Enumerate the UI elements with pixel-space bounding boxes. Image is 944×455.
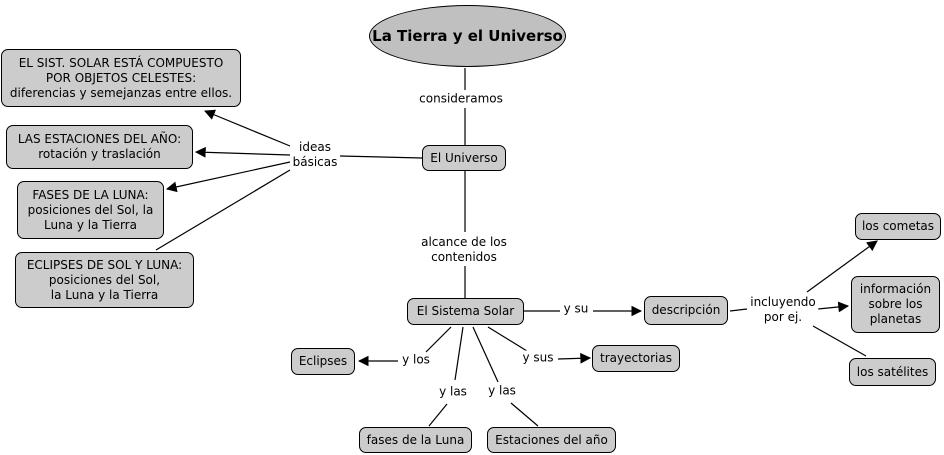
link-label-ideas-basicas: ideas básicas xyxy=(290,140,340,170)
line-sistema-ylas2 xyxy=(472,326,499,383)
link-label-consideramos: consideramos xyxy=(417,91,505,107)
node-cometas[interactable]: los cometas xyxy=(855,213,941,240)
link-label-incluyendo: incluyendo por ej. xyxy=(748,295,818,325)
node-sistema-solar[interactable]: El Sistema Solar xyxy=(407,298,524,325)
line-sistema-ylos xyxy=(425,326,452,353)
line-ylas1-fases xyxy=(428,403,448,427)
line-universo-ideas xyxy=(339,155,423,159)
node-eclipses-idea[interactable]: ECLIPSES DE SOL Y LUNA: posiciones del S… xyxy=(15,252,194,308)
arrow-ideas-compuesto xyxy=(204,109,291,147)
arrow-incluyendo-cometas xyxy=(806,240,878,293)
node-fases-luna[interactable]: fases de la Luna xyxy=(359,427,472,453)
arrow-incluyendo-planetas xyxy=(817,301,850,313)
line-ylas2-estaciones xyxy=(510,402,539,427)
root-node[interactable]: La Tierra y el Universo xyxy=(369,5,566,67)
link-label-alcance: alcance de los contenidos xyxy=(419,235,509,265)
link-label-y-las-estaciones: y las xyxy=(486,383,518,399)
line-descripcion-incluyendo xyxy=(729,308,748,312)
arrow-ideas-estaciones xyxy=(194,146,291,158)
node-fases-idea[interactable]: FASES DE LA LUNA: posiciones del Sol, la… xyxy=(17,181,164,239)
line-sistema-ysus xyxy=(487,326,528,352)
node-descripcion[interactable]: descripción xyxy=(644,296,728,325)
node-el-universo[interactable]: El Universo xyxy=(422,145,506,171)
node-planetas[interactable]: información sobre los planetas xyxy=(851,276,940,333)
node-satelites[interactable]: los satélites xyxy=(849,358,936,386)
arrow-ideas-fases xyxy=(165,161,291,193)
node-compuesto[interactable]: EL SIST. SOLAR ESTÁ COMPUESTO POR OBJETO… xyxy=(1,49,241,107)
node-estaciones-idea[interactable]: LAS ESTACIONES DEL AÑO: rotación y trasl… xyxy=(6,125,193,169)
arrow-ysus-trayectorias xyxy=(557,352,592,364)
node-eclipses[interactable]: Eclipses xyxy=(291,348,355,375)
link-label-y-sus: y sus xyxy=(520,350,556,366)
line-incluyendo-satelites xyxy=(812,325,867,357)
link-label-y-las-fases: y las xyxy=(437,384,469,400)
node-trayectorias[interactable]: trayectorias xyxy=(592,345,680,372)
node-estaciones-ano[interactable]: Estaciones del año xyxy=(487,427,616,453)
link-label-y-su: y su xyxy=(561,301,591,317)
line-ideas-eclipses xyxy=(155,169,291,251)
line-sistema-ylas1 xyxy=(454,326,464,381)
link-label-y-los: y los xyxy=(400,352,432,368)
